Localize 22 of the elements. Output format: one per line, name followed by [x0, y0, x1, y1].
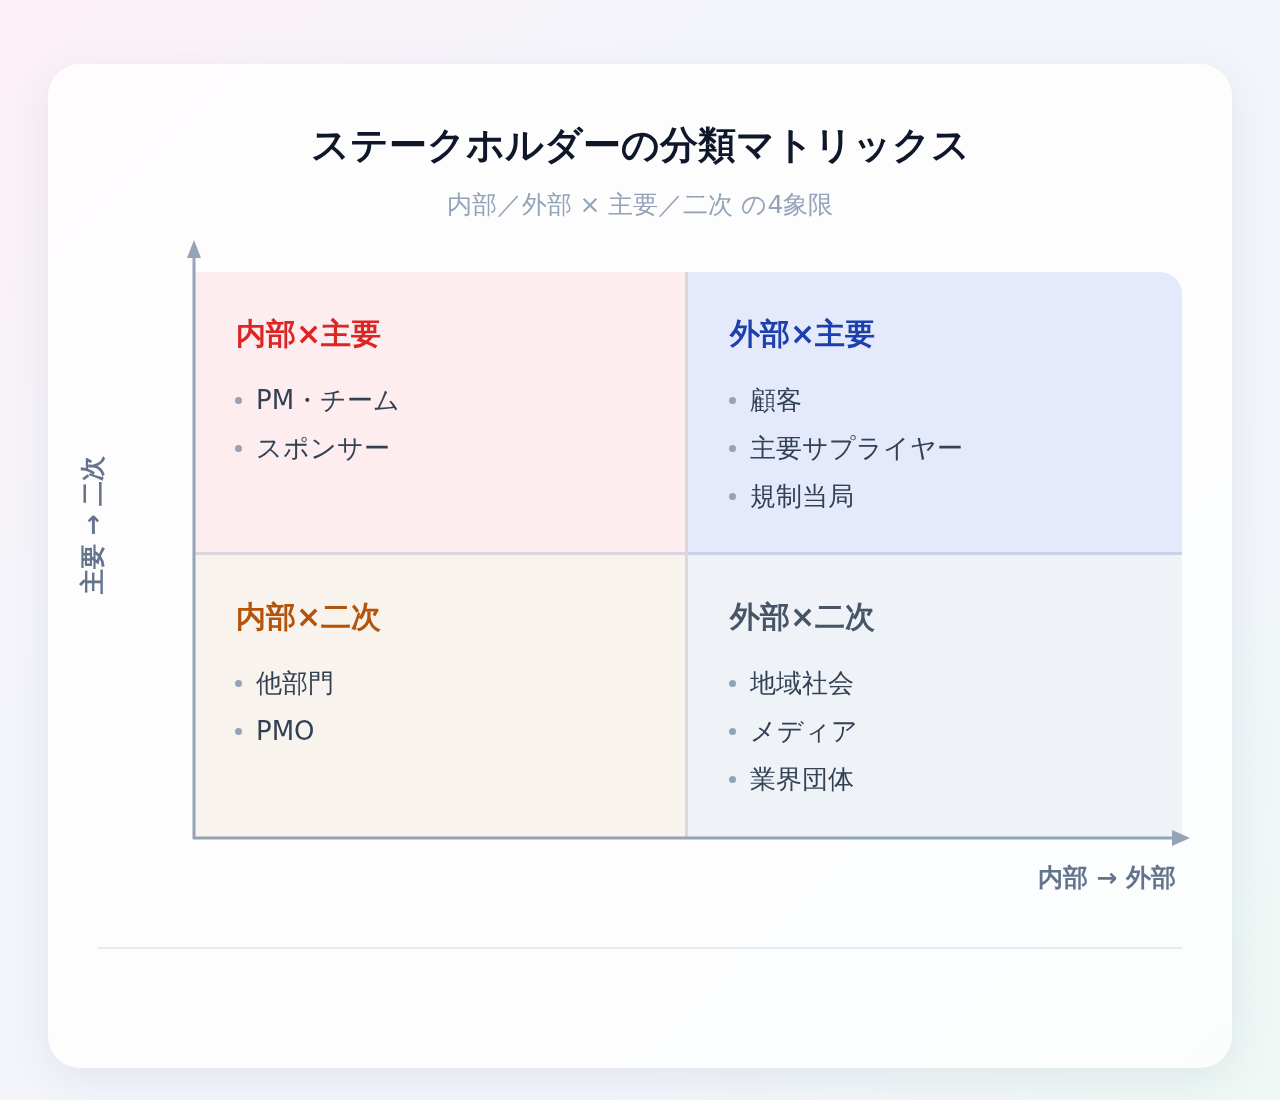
list-item-text: 地域社会: [750, 667, 854, 700]
list-item-text: PMO: [256, 715, 315, 748]
quadrant-heading: 外部×二次: [730, 598, 876, 636]
quadrant-panel: [194, 272, 688, 555]
list-item-text: 規制当局: [750, 480, 854, 513]
quadrant-heading: 外部×主要: [730, 315, 876, 353]
list-item-text: PM・チーム: [256, 384, 401, 417]
quadrant-heading: 内部×二次: [236, 598, 382, 636]
list-item-text: 顧客: [750, 384, 802, 417]
list-item-text: スポンサー: [256, 432, 390, 465]
title: ステークホルダーの分類マトリックス: [309, 122, 971, 169]
quadrant-heading: 内部×主要: [236, 315, 382, 353]
axis-label: 内部 → 外部: [1037, 862, 1176, 894]
list-item-text: 主要サプライヤー: [750, 432, 963, 465]
list-item-text: 業界団体: [750, 763, 854, 796]
subtitle: 内部／外部 × 主要／二次 の4象限: [445, 189, 835, 221]
list-item-text: 他部門: [256, 667, 334, 700]
quadrant-panel: [688, 555, 1182, 838]
quadrant-panel: [194, 555, 688, 838]
list-item-text: メディア: [750, 715, 858, 748]
axis-label: 主要 → 二次: [77, 455, 108, 595]
quadrant-panel: [688, 272, 1182, 555]
